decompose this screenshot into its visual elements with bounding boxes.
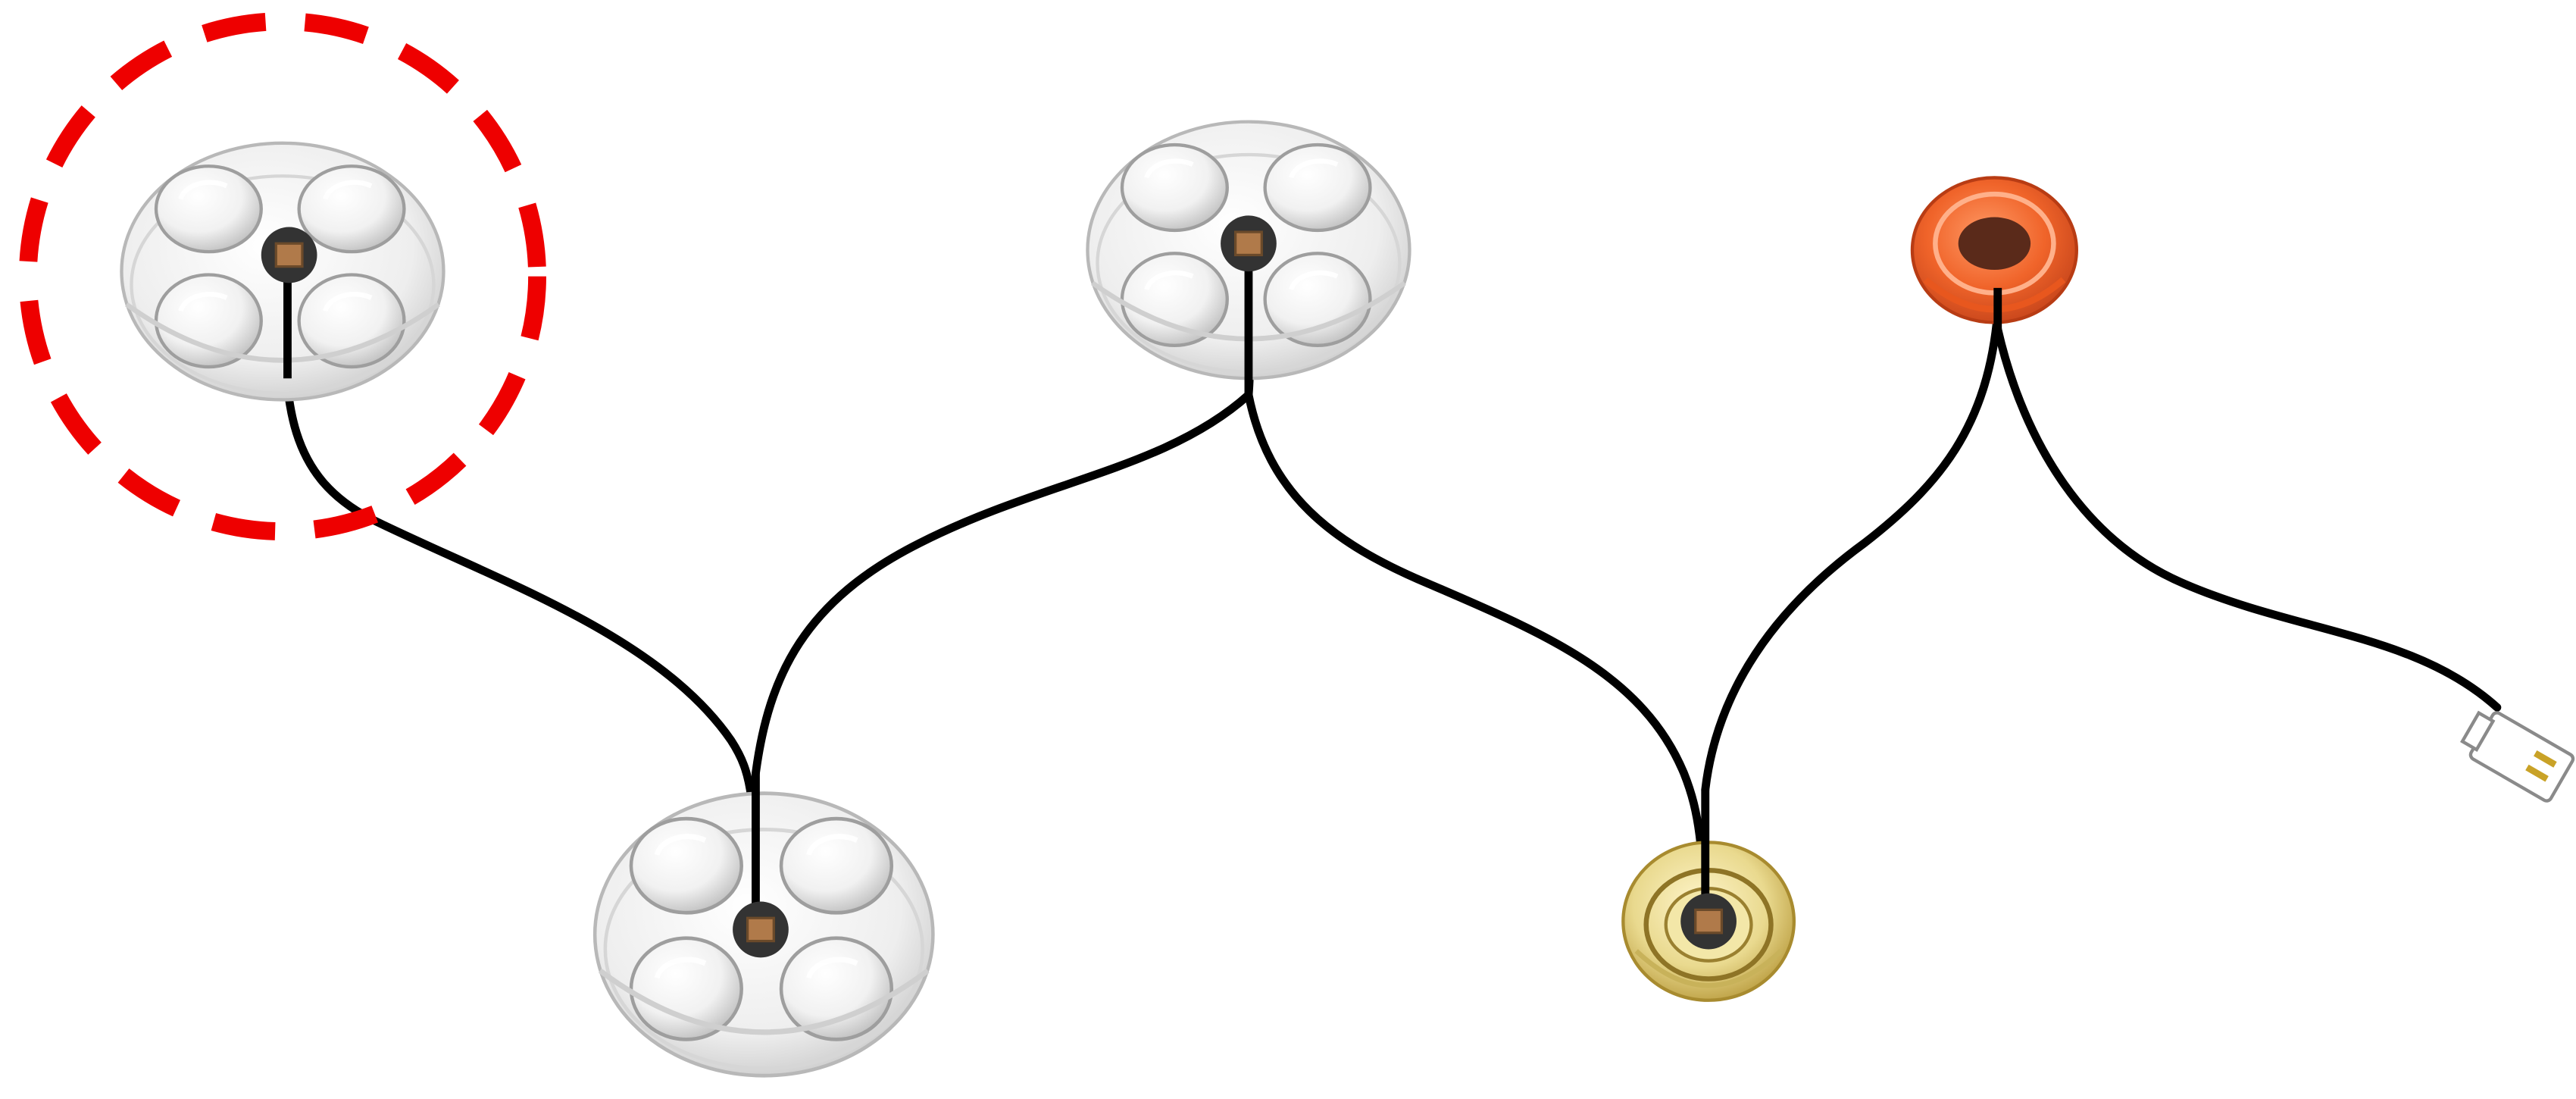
led-chip-icon: [261, 227, 317, 283]
wire-segment-5: [1998, 329, 2497, 707]
wire-harness: [286, 247, 2497, 930]
led-chip-icon: [733, 902, 789, 958]
led-chip-icon: [1680, 894, 1737, 950]
wire-segment-3: [1249, 395, 1705, 922]
wire-segment-4: [1705, 312, 1998, 789]
connector-plug-icon: [2457, 704, 2574, 803]
led-chip-icon: [1221, 215, 1277, 271]
